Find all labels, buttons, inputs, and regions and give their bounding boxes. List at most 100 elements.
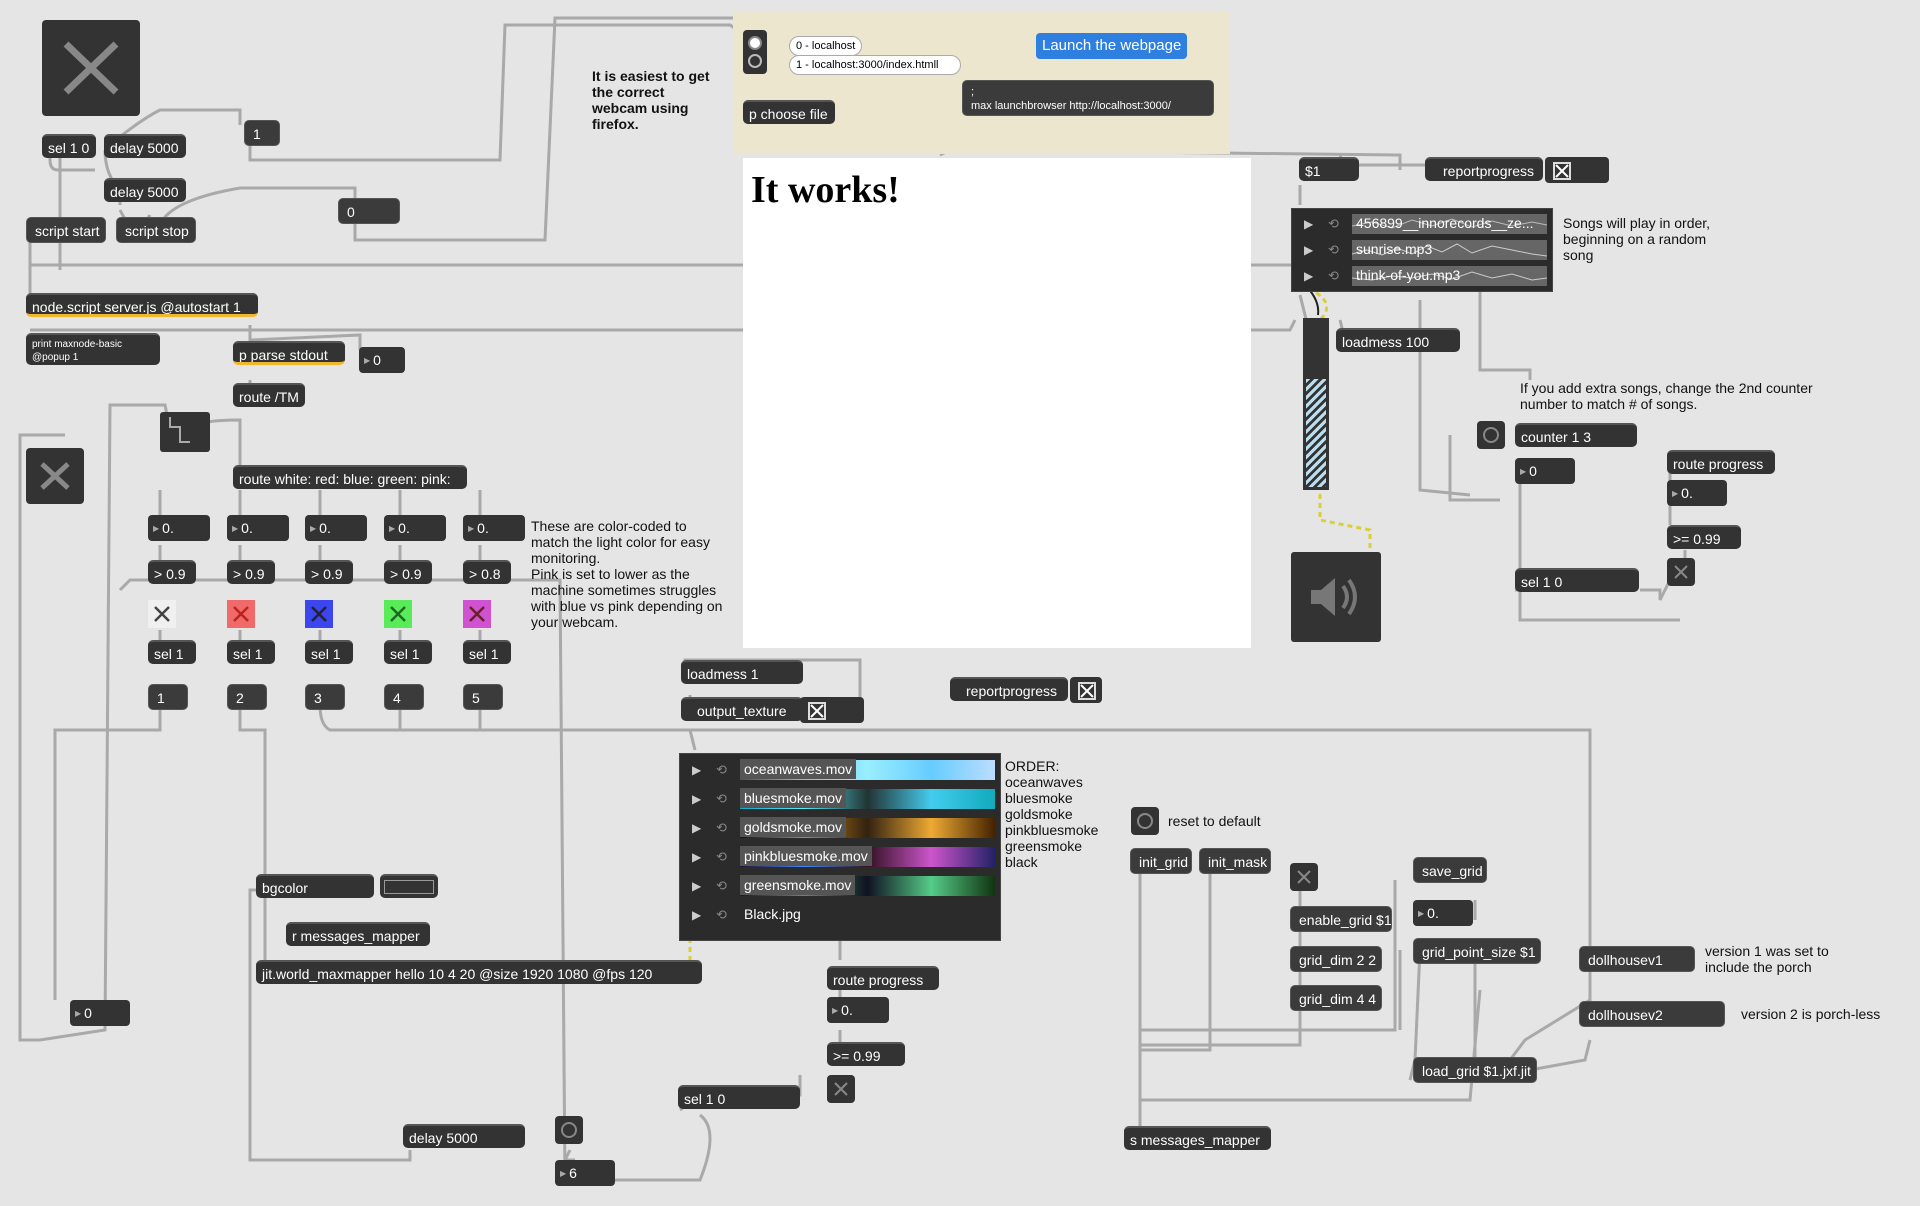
s-messages-mapper[interactable]: s messages_mapper (1124, 1126, 1271, 1150)
loop-icon[interactable]: ⟲ (716, 791, 727, 806)
play-icon[interactable]: ▶ (692, 763, 702, 777)
grid-dim-4-4-msg[interactable]: grid_dim 4 4 (1290, 985, 1382, 1011)
delay-5000-b[interactable]: delay 5000 (104, 178, 186, 202)
umenu-option-1[interactable]: 1 - localhost:3000/index.htmll (789, 55, 961, 75)
audio-row-2[interactable]: ▶⟲ think-of-you.mp3 (1292, 263, 1552, 289)
gt-0.8-pink[interactable]: > 0.8 (463, 560, 511, 584)
sel-1-0-audio[interactable]: sel 1 0 (1515, 568, 1639, 592)
reportprogress-video[interactable]: reportprogress (950, 677, 1068, 701)
sel-1-green[interactable]: sel 1 (384, 640, 432, 664)
msg-dollar1[interactable]: $1 (1299, 157, 1359, 181)
toggle-blue[interactable] (305, 600, 333, 628)
script-stop-msg[interactable]: script stop (116, 217, 196, 243)
play-icon[interactable]: ▶ (1304, 217, 1314, 231)
float-white[interactable]: 0. (148, 515, 210, 541)
umenu-option-0[interactable]: 0 - localhost (789, 36, 863, 56)
init-mask-msg[interactable]: init_mask (1199, 848, 1271, 874)
video-row-5[interactable]: ▶⟲ Black.jpg (680, 902, 1000, 928)
toggle-reportprogress-video[interactable] (1070, 677, 1102, 703)
dollhousev2-msg[interactable]: dollhousev2 (1579, 1001, 1725, 1027)
loop-icon[interactable]: ⟲ (1328, 216, 1339, 231)
toggle-output-texture[interactable] (800, 697, 864, 723)
loop-icon[interactable]: ⟲ (1328, 268, 1339, 283)
audio-row-1[interactable]: ▶⟲ sunrise.mp3 (1292, 237, 1552, 263)
jweb-browser[interactable]: It works! (743, 158, 1251, 648)
route-tm[interactable]: route /TM (233, 383, 305, 407)
video-row-1[interactable]: ▶⟲ bluesmoke.mov (680, 786, 1000, 812)
loop-icon[interactable]: ⟲ (716, 907, 727, 922)
play-icon[interactable]: ▶ (692, 792, 702, 806)
init-grid-msg[interactable]: init_grid (1130, 848, 1192, 874)
bgcolor-swatch[interactable] (380, 874, 438, 898)
big-toggle-top[interactable] (42, 20, 140, 116)
bang-bottom[interactable] (555, 1116, 583, 1144)
bang-counter[interactable] (1477, 421, 1505, 449)
gt-0.9-white[interactable]: > 0.9 (148, 560, 196, 584)
loop-icon[interactable]: ⟲ (716, 849, 727, 864)
launchbrowser-msg[interactable]: ; max launchbrowser http://localhost:300… (962, 80, 1214, 116)
p-choose-file[interactable]: p choose file (743, 100, 835, 124)
toggle-enable-grid[interactable] (1290, 863, 1318, 891)
route-colors[interactable]: route white: red: blue: green: pink: (233, 465, 467, 489)
toggle-pink[interactable] (463, 600, 491, 628)
audio-row-0[interactable]: ▶⟲ 456899__innorecords__ze... (1292, 211, 1552, 237)
msg-1-white[interactable]: 1 (148, 684, 188, 710)
big-toggle-left[interactable] (26, 448, 84, 504)
route-progress-audio[interactable]: route progress (1667, 450, 1775, 474)
msg-3-blue[interactable]: 3 (305, 684, 345, 710)
gain-slider[interactable] (1303, 318, 1329, 490)
number-box-0a[interactable]: 0 (359, 347, 405, 373)
loop-icon[interactable]: ⟲ (716, 878, 727, 893)
video-row-2[interactable]: ▶⟲ goldsmoke.mov (680, 815, 1000, 841)
play-icon[interactable]: ▶ (692, 821, 702, 835)
play-icon[interactable]: ▶ (692, 908, 702, 922)
radiogroup[interactable] (743, 30, 767, 74)
video-row-4[interactable]: ▶⟲ greensmoke.mov (680, 873, 1000, 899)
float-green[interactable]: 0. (384, 515, 446, 541)
radio-option-1[interactable] (748, 54, 762, 68)
loop-icon[interactable]: ⟲ (716, 820, 727, 835)
toggle-reportprogress-audio[interactable] (1545, 157, 1609, 183)
dollhousev1-msg[interactable]: dollhousev1 (1579, 946, 1695, 972)
msg-5-pink[interactable]: 5 (463, 684, 503, 710)
msg-0-top[interactable]: 0 (338, 198, 400, 224)
msg-4-green[interactable]: 4 (384, 684, 424, 710)
bang-reset[interactable] (1131, 807, 1159, 835)
enable-grid-msg[interactable]: enable_grid $1 (1290, 906, 1392, 932)
ezdac-speaker[interactable] (1291, 552, 1381, 642)
loadmess-100[interactable]: loadmess 100 (1336, 328, 1460, 352)
route-progress-video[interactable]: route progress (827, 966, 939, 990)
loop-icon[interactable]: ⟲ (1328, 242, 1339, 257)
msg-1[interactable]: 1 (244, 120, 280, 146)
play-icon[interactable]: ▶ (692, 850, 702, 864)
print-object[interactable]: print maxnode-basic @popup 1 (26, 333, 160, 365)
number-box-0-bottom[interactable]: 0 (70, 1000, 130, 1026)
p-parse-stdout[interactable]: p parse stdout (233, 341, 345, 365)
loadmess-1[interactable]: loadmess 1 (681, 660, 803, 684)
video-row-3[interactable]: ▶⟲ pinkbluesmoke.mov (680, 844, 1000, 870)
gt-0.9-green[interactable]: > 0.9 (384, 560, 432, 584)
sel-1-0-video[interactable]: sel 1 0 (678, 1085, 800, 1109)
audio-playlist[interactable]: ▶⟲ 456899__innorecords__ze... ▶⟲ sunrise… (1291, 208, 1553, 292)
number-box-6[interactable]: 6 (555, 1160, 615, 1186)
gte-0.99-audio[interactable]: >= 0.99 (1667, 525, 1741, 549)
output-texture[interactable]: output_texture (681, 697, 803, 721)
radio-option-0[interactable] (748, 36, 762, 50)
toggle-audio-done[interactable] (1667, 558, 1695, 586)
sel-1-pink[interactable]: sel 1 (463, 640, 511, 664)
toggle-green[interactable] (384, 600, 412, 628)
play-icon[interactable]: ▶ (692, 879, 702, 893)
video-playlist[interactable]: ▶⟲ oceanwaves.mov ▶⟲ bluesmoke.mov ▶⟲ go… (679, 753, 1001, 941)
float-progress-video[interactable]: 0. (827, 997, 889, 1023)
save-grid-msg[interactable]: save_grid (1413, 857, 1487, 883)
reportprogress-audio[interactable]: reportprogress (1425, 157, 1543, 181)
msg-2-red[interactable]: 2 (227, 684, 267, 710)
gte-0.99-video[interactable]: >= 0.99 (827, 1042, 905, 1066)
loop-icon[interactable]: ⟲ (716, 762, 727, 777)
load-grid-msg[interactable]: load_grid $1.jxf.jit (1413, 1057, 1537, 1083)
float-blue[interactable]: 0. (305, 515, 367, 541)
bgcolor-object[interactable]: bgcolor (256, 874, 374, 898)
toggle-red[interactable] (227, 600, 255, 628)
delay-5000-a[interactable]: delay 5000 (104, 134, 186, 158)
float-red[interactable]: 0. (227, 515, 289, 541)
